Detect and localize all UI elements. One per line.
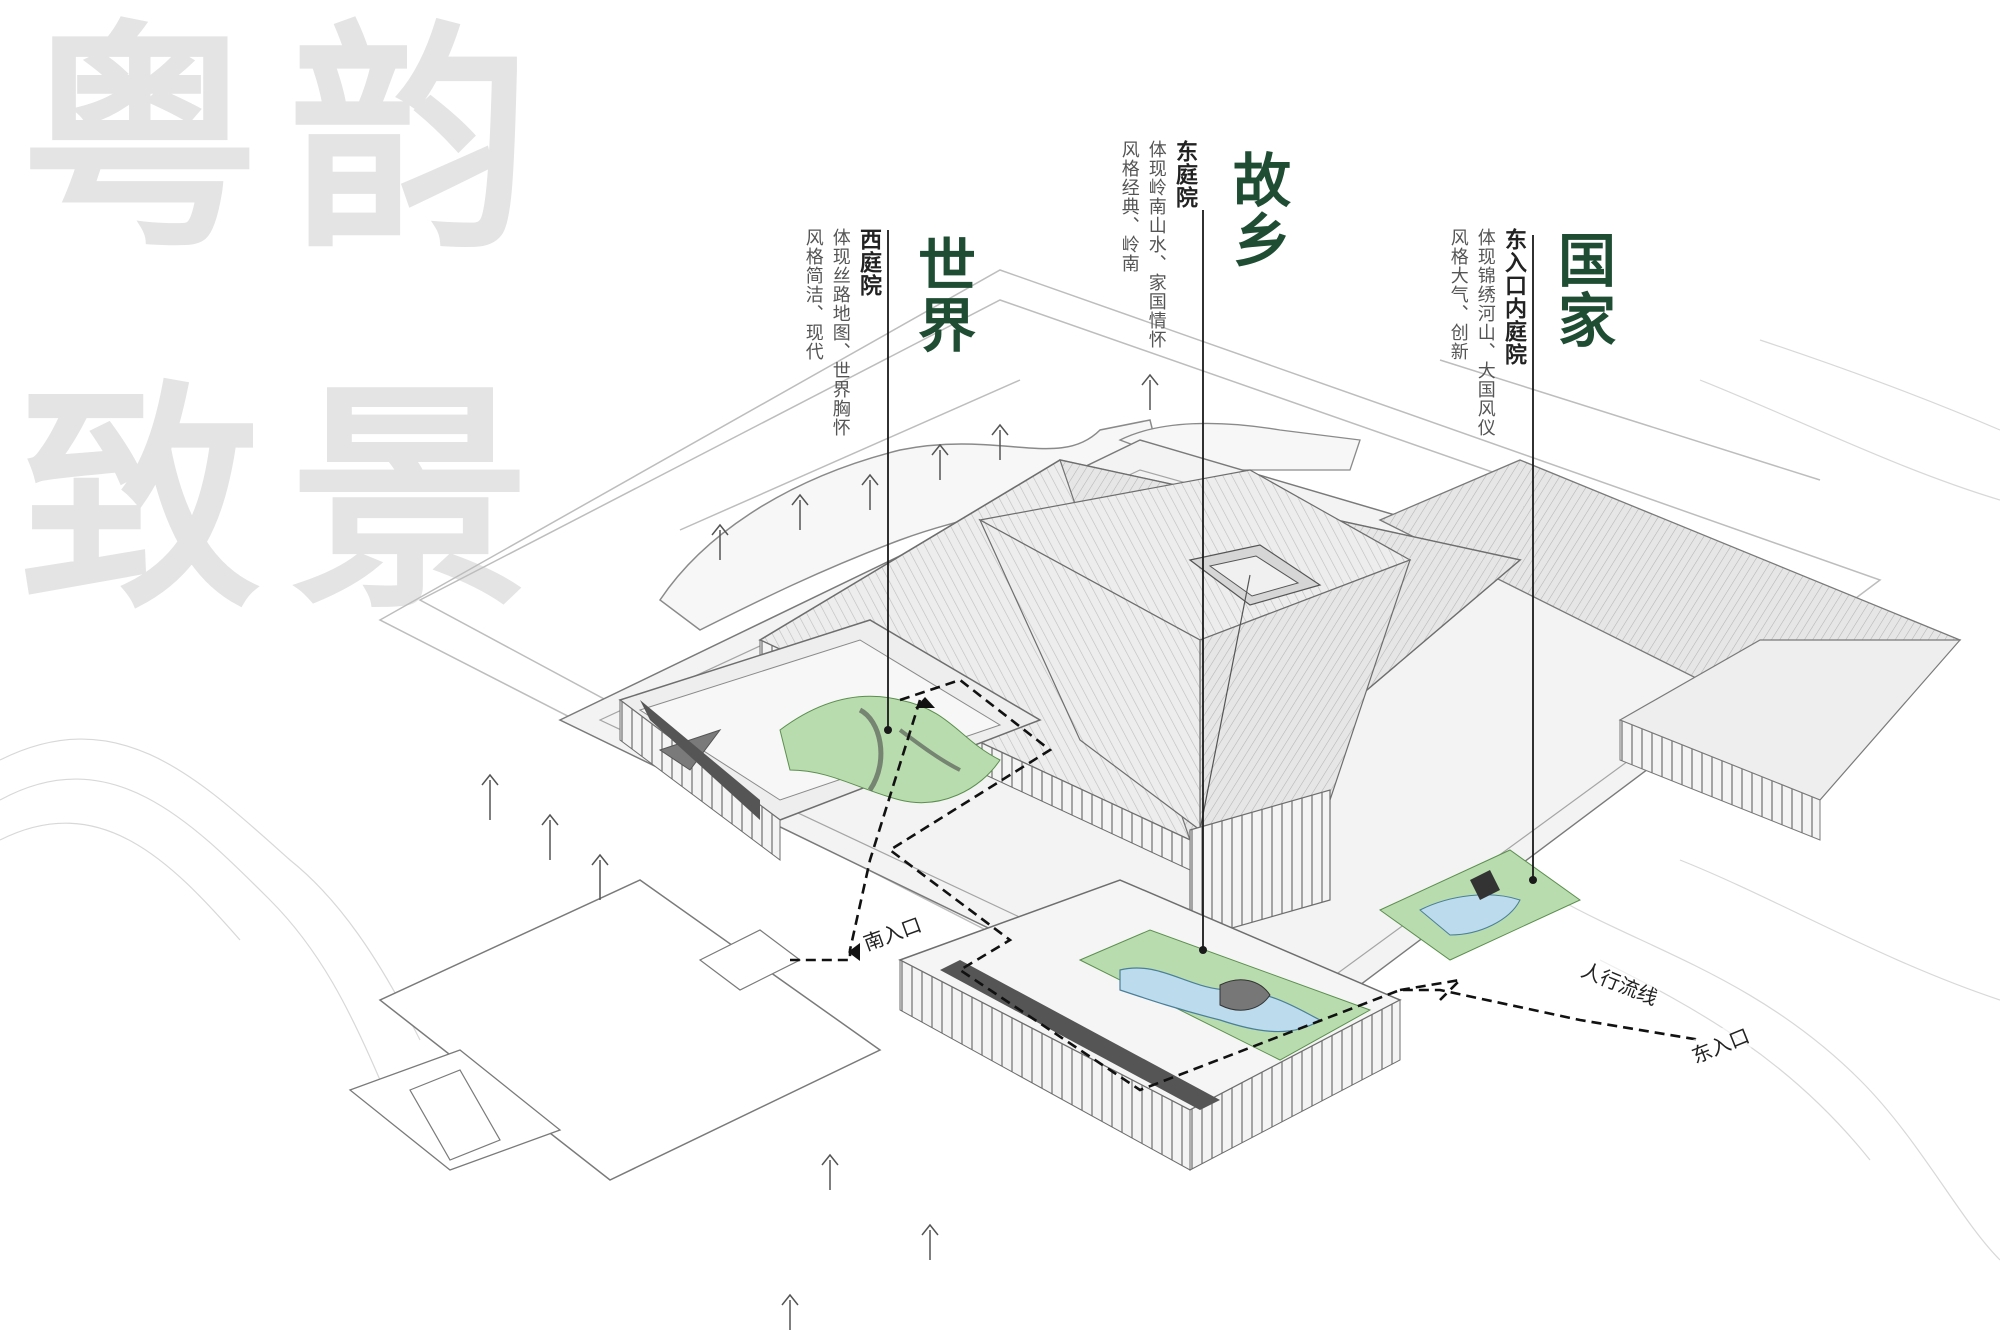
zone-west-name: 西庭院 (856, 228, 881, 297)
zone-east-heading: 故乡 (1223, 150, 1291, 270)
south-entrance-arrow (848, 943, 860, 961)
zone-east-desc-1: 体现岭南山水、家国情怀 (1145, 140, 1167, 349)
main-hall (758, 459, 1522, 941)
east-courtyard-garden (1078, 929, 1372, 1061)
leader-lines (887, 210, 1534, 950)
zone-entrance-desc-2: 风格大气、创新 (1447, 228, 1469, 361)
zone-entrance-desc-1: 体现锦绣河山、大国风仪 (1474, 228, 1496, 437)
zone-west-heading: 世界 (908, 235, 976, 355)
pedestrian-flow-lines (790, 678, 1701, 1092)
east-wing-roof (1378, 459, 1962, 841)
zone-entrance-heading: 国家 (1548, 230, 1616, 350)
south-entrance-hall (348, 879, 882, 1181)
zone-east-name: 东庭院 (1172, 140, 1197, 209)
title-char-yun: 韵 (290, 0, 531, 281)
west-courtyard-garden (779, 695, 1001, 804)
title-char-yue: 粤 (20, 0, 261, 281)
zone-entrance-name: 东入口内庭院 (1501, 228, 1526, 366)
zone-west-desc-2: 风格简洁、现代 (802, 228, 824, 361)
zone-east-desc-2: 风格经典、岭南 (1118, 140, 1140, 273)
street-trees (481, 373, 1159, 1330)
title-char-jing: 景 (290, 359, 531, 641)
zone-west-desc-1: 体现丝路地图、世界胸怀 (829, 228, 851, 437)
title-char-zhi: 致 (20, 359, 261, 641)
leader-dots (884, 726, 1537, 954)
west-arrow (915, 697, 935, 708)
